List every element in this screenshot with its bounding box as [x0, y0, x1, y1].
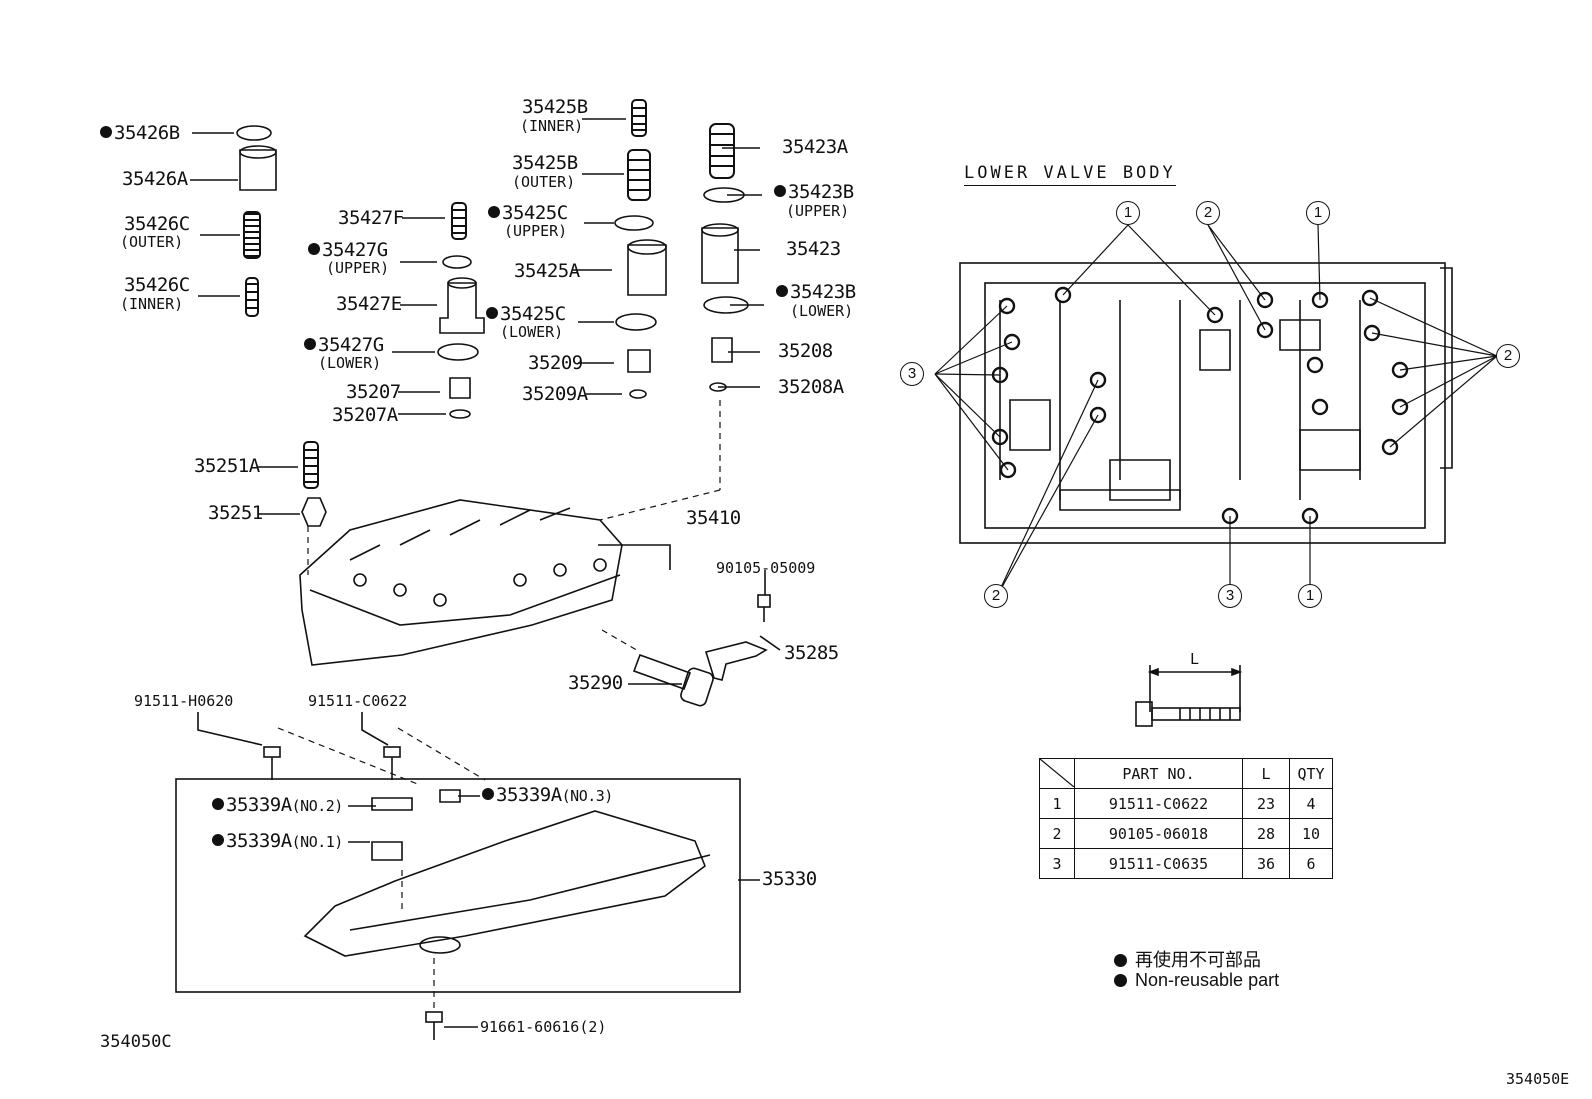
row-index: 1 [1039, 788, 1075, 819]
bolt-length-table: PART NO. L QTY 1 91511-C0622 23 4 2 9010… [1039, 758, 1333, 879]
qualifier-inner: (INNER) [120, 295, 184, 313]
qualifier-lower-b: (LOWER) [500, 323, 564, 341]
legend-english-text: Non-reusable part [1135, 970, 1280, 990]
part-35426a: 35426A [122, 168, 188, 190]
qualifier-no2: (NO.2) [291, 797, 344, 815]
row-qty: 10 [1289, 818, 1333, 849]
part-35410: 35410 [686, 507, 741, 529]
callout-1: 1 [1306, 201, 1330, 225]
callout-1: 1 [1298, 584, 1322, 608]
part-35339a-no1-number: 35339A [226, 830, 292, 852]
table-header-qty: QTY [1289, 758, 1333, 789]
qualifier-lower-c: (LOWER) [790, 302, 854, 320]
diagonal-line-icon [1040, 759, 1074, 787]
dimension-label: L [1190, 650, 1200, 668]
part-35427g-lower: 35427G [304, 336, 384, 355]
row-part-no: 90105-06018 [1074, 818, 1243, 849]
part-35339a-no2-number: 35339A [226, 794, 292, 816]
part-35426c-outer: 35426C [124, 213, 190, 235]
table-row: 2 90105-06018 28 10 [1039, 818, 1333, 849]
part-90105-05009: 90105-05009 [716, 559, 816, 577]
part-35208: 35208 [778, 340, 833, 362]
qualifier-upper-c: (UPPER) [786, 202, 850, 220]
diagram-code-left: 354050C [100, 1032, 172, 1052]
part-35425b-inner: 35425B [522, 96, 588, 118]
section-title: LOWER VALVE BODY [964, 163, 1176, 186]
qualifier-inner-b: (INNER) [520, 117, 584, 135]
row-index: 3 [1039, 848, 1075, 879]
table-header-l: L [1242, 758, 1290, 789]
part-35207: 35207 [346, 381, 401, 403]
part-35251a: 35251A [194, 455, 260, 477]
table-header-row: PART NO. L QTY [1039, 758, 1333, 789]
qualifier-outer-b: (OUTER) [512, 173, 576, 191]
legend-english: Non-reusable part [1114, 970, 1279, 991]
row-qty: 6 [1289, 848, 1333, 879]
bullet-icon [1114, 974, 1127, 987]
row-length: 36 [1242, 848, 1290, 879]
callout-2: 2 [1196, 201, 1220, 225]
row-part-no: 91511-C0635 [1074, 848, 1243, 879]
part-35427f: 35427F [338, 207, 404, 229]
part-35209: 35209 [528, 352, 583, 374]
qualifier-no3: (NO.3) [561, 787, 614, 805]
callout-2: 2 [1496, 344, 1520, 368]
part-91511-h0620: 91511-H0620 [134, 692, 234, 710]
row-part-no: 91511-C0622 [1074, 788, 1243, 819]
part-35427g-upper: 35427G [308, 241, 388, 260]
row-length: 23 [1242, 788, 1290, 819]
part-35426b: 35426B [100, 124, 180, 143]
table-row: 3 91511-C0635 36 6 [1039, 848, 1333, 879]
qualifier-outer: (OUTER) [120, 233, 184, 251]
callout-1: 1 [1116, 201, 1140, 225]
legend-japanese: 再使用不可部品 [1114, 946, 1261, 972]
part-35423: 35423 [786, 238, 841, 260]
qualifier-no1: (NO.1) [291, 833, 344, 851]
bullet-icon [1114, 954, 1127, 967]
part-35427e: 35427E [336, 293, 402, 315]
qualifier-upper: (UPPER) [326, 259, 390, 277]
part-35285: 35285 [784, 642, 839, 664]
part-35330: 35330 [762, 868, 817, 890]
table-header-part-no: PART NO. [1074, 758, 1243, 789]
part-35423b-lower: 35423B [776, 283, 856, 302]
row-index: 2 [1039, 818, 1075, 849]
part-35339a-no1: 35339A(NO.1) [212, 832, 343, 851]
legend-japanese-text: 再使用不可部品 [1135, 950, 1261, 970]
part-35426c-inner: 35426C [124, 274, 190, 296]
part-35251: 35251 [208, 502, 263, 524]
part-35425c-lower: 35425C [486, 305, 566, 324]
callout-2: 2 [984, 584, 1008, 608]
row-qty: 4 [1289, 788, 1333, 819]
part-35423a: 35423A [782, 136, 848, 158]
table-header-corner [1039, 758, 1075, 789]
part-35423b-upper: 35423B [774, 183, 854, 202]
part-35290: 35290 [568, 672, 623, 694]
part-35339a-no3-number: 35339A [496, 784, 562, 806]
callout-3: 3 [1218, 584, 1242, 608]
diagram-code-right: 354050E [1506, 1070, 1570, 1088]
qualifier-upper-b: (UPPER) [504, 222, 568, 240]
part-35339a-no2: 35339A(NO.2) [212, 796, 343, 815]
part-35425a: 35425A [514, 260, 580, 282]
part-91511-c0622: 91511-C0622 [308, 692, 408, 710]
part-35425b-outer: 35425B [512, 152, 578, 174]
row-length: 28 [1242, 818, 1290, 849]
qualifier-lower: (LOWER) [318, 354, 382, 372]
part-35209a: 35209A [522, 383, 588, 405]
part-35208a: 35208A [778, 376, 844, 398]
part-35207a: 35207A [332, 404, 398, 426]
table-row: 1 91511-C0622 23 4 [1039, 788, 1333, 819]
part-35425c-upper: 35425C [488, 204, 568, 223]
part-91661-60616: 91661-60616(2) [480, 1018, 607, 1036]
part-35339a-no3: 35339A(NO.3) [482, 786, 613, 805]
callout-3: 3 [900, 362, 924, 386]
